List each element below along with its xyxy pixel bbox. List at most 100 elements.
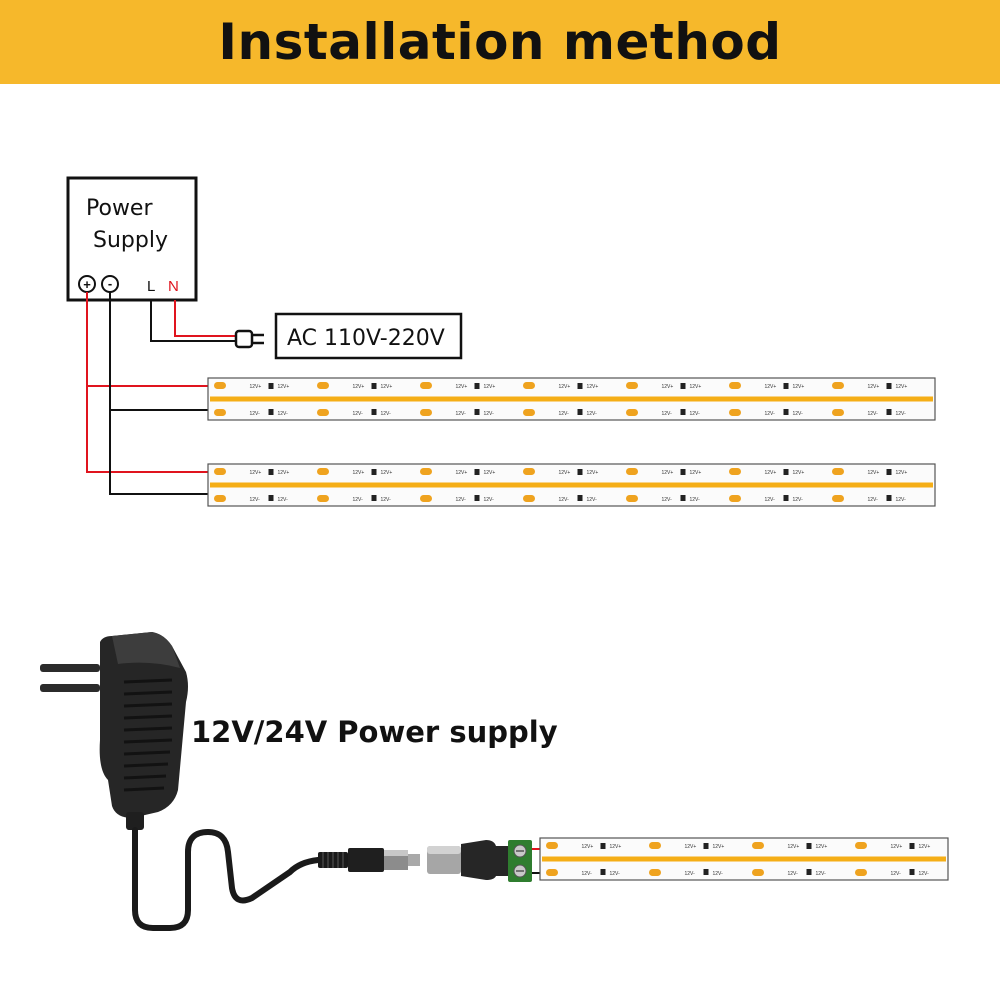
strip-pad-label-negative: 12V- bbox=[278, 411, 289, 417]
strip-pad-label-negative: 12V- bbox=[816, 871, 827, 877]
strip-pad-label-negative: 12V- bbox=[559, 411, 570, 417]
strip-solder-pad bbox=[317, 409, 329, 416]
strip-solder-pad bbox=[855, 869, 867, 876]
strip-resistor-icon bbox=[577, 383, 583, 389]
strip-pad-label-positive: 12V+ bbox=[278, 470, 290, 476]
strip-resistor-icon bbox=[600, 869, 606, 875]
ac-voltage-box: AC 110V-220V bbox=[274, 312, 463, 360]
strip-pad-label-negative: 12V- bbox=[685, 871, 696, 877]
strip-pad-label-positive: 12V+ bbox=[788, 844, 800, 850]
strip-solder-pad bbox=[626, 409, 638, 416]
strip-resistor-icon bbox=[783, 409, 789, 415]
power-supply-box: Power Supply + - L N bbox=[66, 176, 198, 302]
led-strip-2: 12V+ 12V+ 12V- 12V- 12V+ 12V+ 12V- 12V- 12V+ 12V+… bbox=[207, 463, 936, 507]
strip-solder-pad bbox=[214, 468, 226, 475]
negative-terminal-icon: - bbox=[101, 275, 119, 293]
strip-pad-label-negative: 12V- bbox=[690, 411, 701, 417]
strip-pad-label-negative: 12V- bbox=[868, 497, 879, 503]
strip-solder-pad bbox=[523, 495, 535, 502]
strip-resistor-icon bbox=[886, 469, 892, 475]
strip-resistor-icon bbox=[680, 469, 686, 475]
strip-pad-label-negative: 12V- bbox=[868, 411, 879, 417]
strip-pad-label-negative: 12V- bbox=[896, 497, 907, 503]
strip-resistor-icon bbox=[806, 869, 812, 875]
strip-pad-label-positive: 12V+ bbox=[353, 470, 365, 476]
strip-pad-label-positive: 12V+ bbox=[484, 384, 496, 390]
wall-adapter-icon bbox=[40, 632, 188, 830]
strip-pad-label-negative: 12V- bbox=[484, 497, 495, 503]
strip-pad-label-negative: 12V- bbox=[891, 871, 902, 877]
strip-solder-pad bbox=[729, 468, 741, 475]
strip-pad-label-positive: 12V+ bbox=[250, 470, 262, 476]
negative-terminal-label: - bbox=[108, 276, 112, 291]
strip-solder-pad bbox=[626, 382, 638, 389]
led-strip-3: 12V+12V+12V-12V-12V+12V+12V-12V-12V+12V+… bbox=[539, 837, 949, 881]
strip-pad-label-positive: 12V+ bbox=[250, 384, 262, 390]
strip-solder-pad bbox=[317, 495, 329, 502]
strip-resistor-icon bbox=[268, 409, 274, 415]
strip-solder-pad bbox=[420, 409, 432, 416]
strip-pad-label-positive: 12V+ bbox=[891, 844, 903, 850]
strip-pad-label-positive: 12V+ bbox=[765, 384, 777, 390]
strip-pad-label-positive: 12V+ bbox=[587, 470, 599, 476]
strip-solder-pad bbox=[317, 382, 329, 389]
strip-resistor-icon bbox=[268, 495, 274, 501]
strip-solder-pad bbox=[317, 468, 329, 475]
strip-pad-label-positive: 12V+ bbox=[587, 384, 599, 390]
strip-pad-label-negative: 12V- bbox=[381, 497, 392, 503]
strip-resistor-icon bbox=[268, 469, 274, 475]
strip-pad-label-negative: 12V- bbox=[610, 871, 621, 877]
strip-pad-label-negative: 12V- bbox=[587, 497, 598, 503]
strip-pad-label-negative: 12V- bbox=[788, 871, 799, 877]
strip-solder-pad bbox=[752, 842, 764, 849]
strip-solder-pad bbox=[626, 468, 638, 475]
dc-female-connector-icon bbox=[427, 840, 508, 880]
strip-resistor-icon bbox=[268, 383, 274, 389]
strip-resistor-icon bbox=[577, 469, 583, 475]
strip-pad-label-negative: 12V- bbox=[381, 411, 392, 417]
dc-jack-icon bbox=[318, 848, 420, 872]
strip-pad-label-positive: 12V+ bbox=[919, 844, 931, 850]
strip-pad-label-negative: 12V- bbox=[250, 411, 261, 417]
strip-resistor-icon bbox=[577, 409, 583, 415]
strip-pad-label-positive: 12V+ bbox=[690, 470, 702, 476]
strip-resistor-icon bbox=[783, 495, 789, 501]
strip-resistor-icon bbox=[474, 383, 480, 389]
strip-pad-label-negative: 12V- bbox=[484, 411, 495, 417]
strip-pad-label-positive: 12V+ bbox=[896, 384, 908, 390]
dc-wires bbox=[86, 292, 208, 495]
terminal-n-label: N bbox=[168, 278, 179, 295]
strip-resistor-icon bbox=[886, 383, 892, 389]
strip-resistor-icon bbox=[577, 495, 583, 501]
strip-pad-label-negative: 12V- bbox=[353, 497, 364, 503]
strip-resistor-icon bbox=[806, 843, 812, 849]
strip-resistor-icon bbox=[680, 495, 686, 501]
strip-pad-label-negative: 12V- bbox=[582, 871, 593, 877]
header-banner: Installation method bbox=[0, 0, 1000, 84]
strip-pad-label-negative: 12V- bbox=[353, 411, 364, 417]
strip-pad-label-negative: 12V- bbox=[456, 411, 467, 417]
strip-pad-label-positive: 12V+ bbox=[662, 384, 674, 390]
strip-solder-pad bbox=[729, 409, 741, 416]
strip-resistor-icon bbox=[600, 843, 606, 849]
strip-pad-label-positive: 12V+ bbox=[690, 384, 702, 390]
strip-pad-label-negative: 12V- bbox=[896, 411, 907, 417]
strip-solder-pad bbox=[832, 382, 844, 389]
strip-solder-pad bbox=[523, 468, 535, 475]
strip-solder-pad bbox=[420, 468, 432, 475]
strip-solder-pad bbox=[214, 409, 226, 416]
strip-solder-pad bbox=[832, 409, 844, 416]
strip-pad-label-positive: 12V+ bbox=[559, 384, 571, 390]
strip-pad-label-positive: 12V+ bbox=[868, 384, 880, 390]
strip-solder-pad bbox=[649, 842, 661, 849]
strip-solder-pad bbox=[214, 495, 226, 502]
strip-pad-label-positive: 12V+ bbox=[484, 470, 496, 476]
adapter-label: 12V/24V Power supply bbox=[191, 715, 558, 749]
strip-resistor-icon bbox=[371, 495, 377, 501]
ac-wires bbox=[150, 300, 236, 342]
strip-pad-label-negative: 12V- bbox=[713, 871, 724, 877]
ac-voltage-label: AC 110V-220V bbox=[287, 326, 445, 351]
strip-solder-pad bbox=[729, 495, 741, 502]
strip-pad-label-positive: 12V+ bbox=[713, 844, 725, 850]
strip-pad-label-negative: 12V- bbox=[587, 411, 598, 417]
